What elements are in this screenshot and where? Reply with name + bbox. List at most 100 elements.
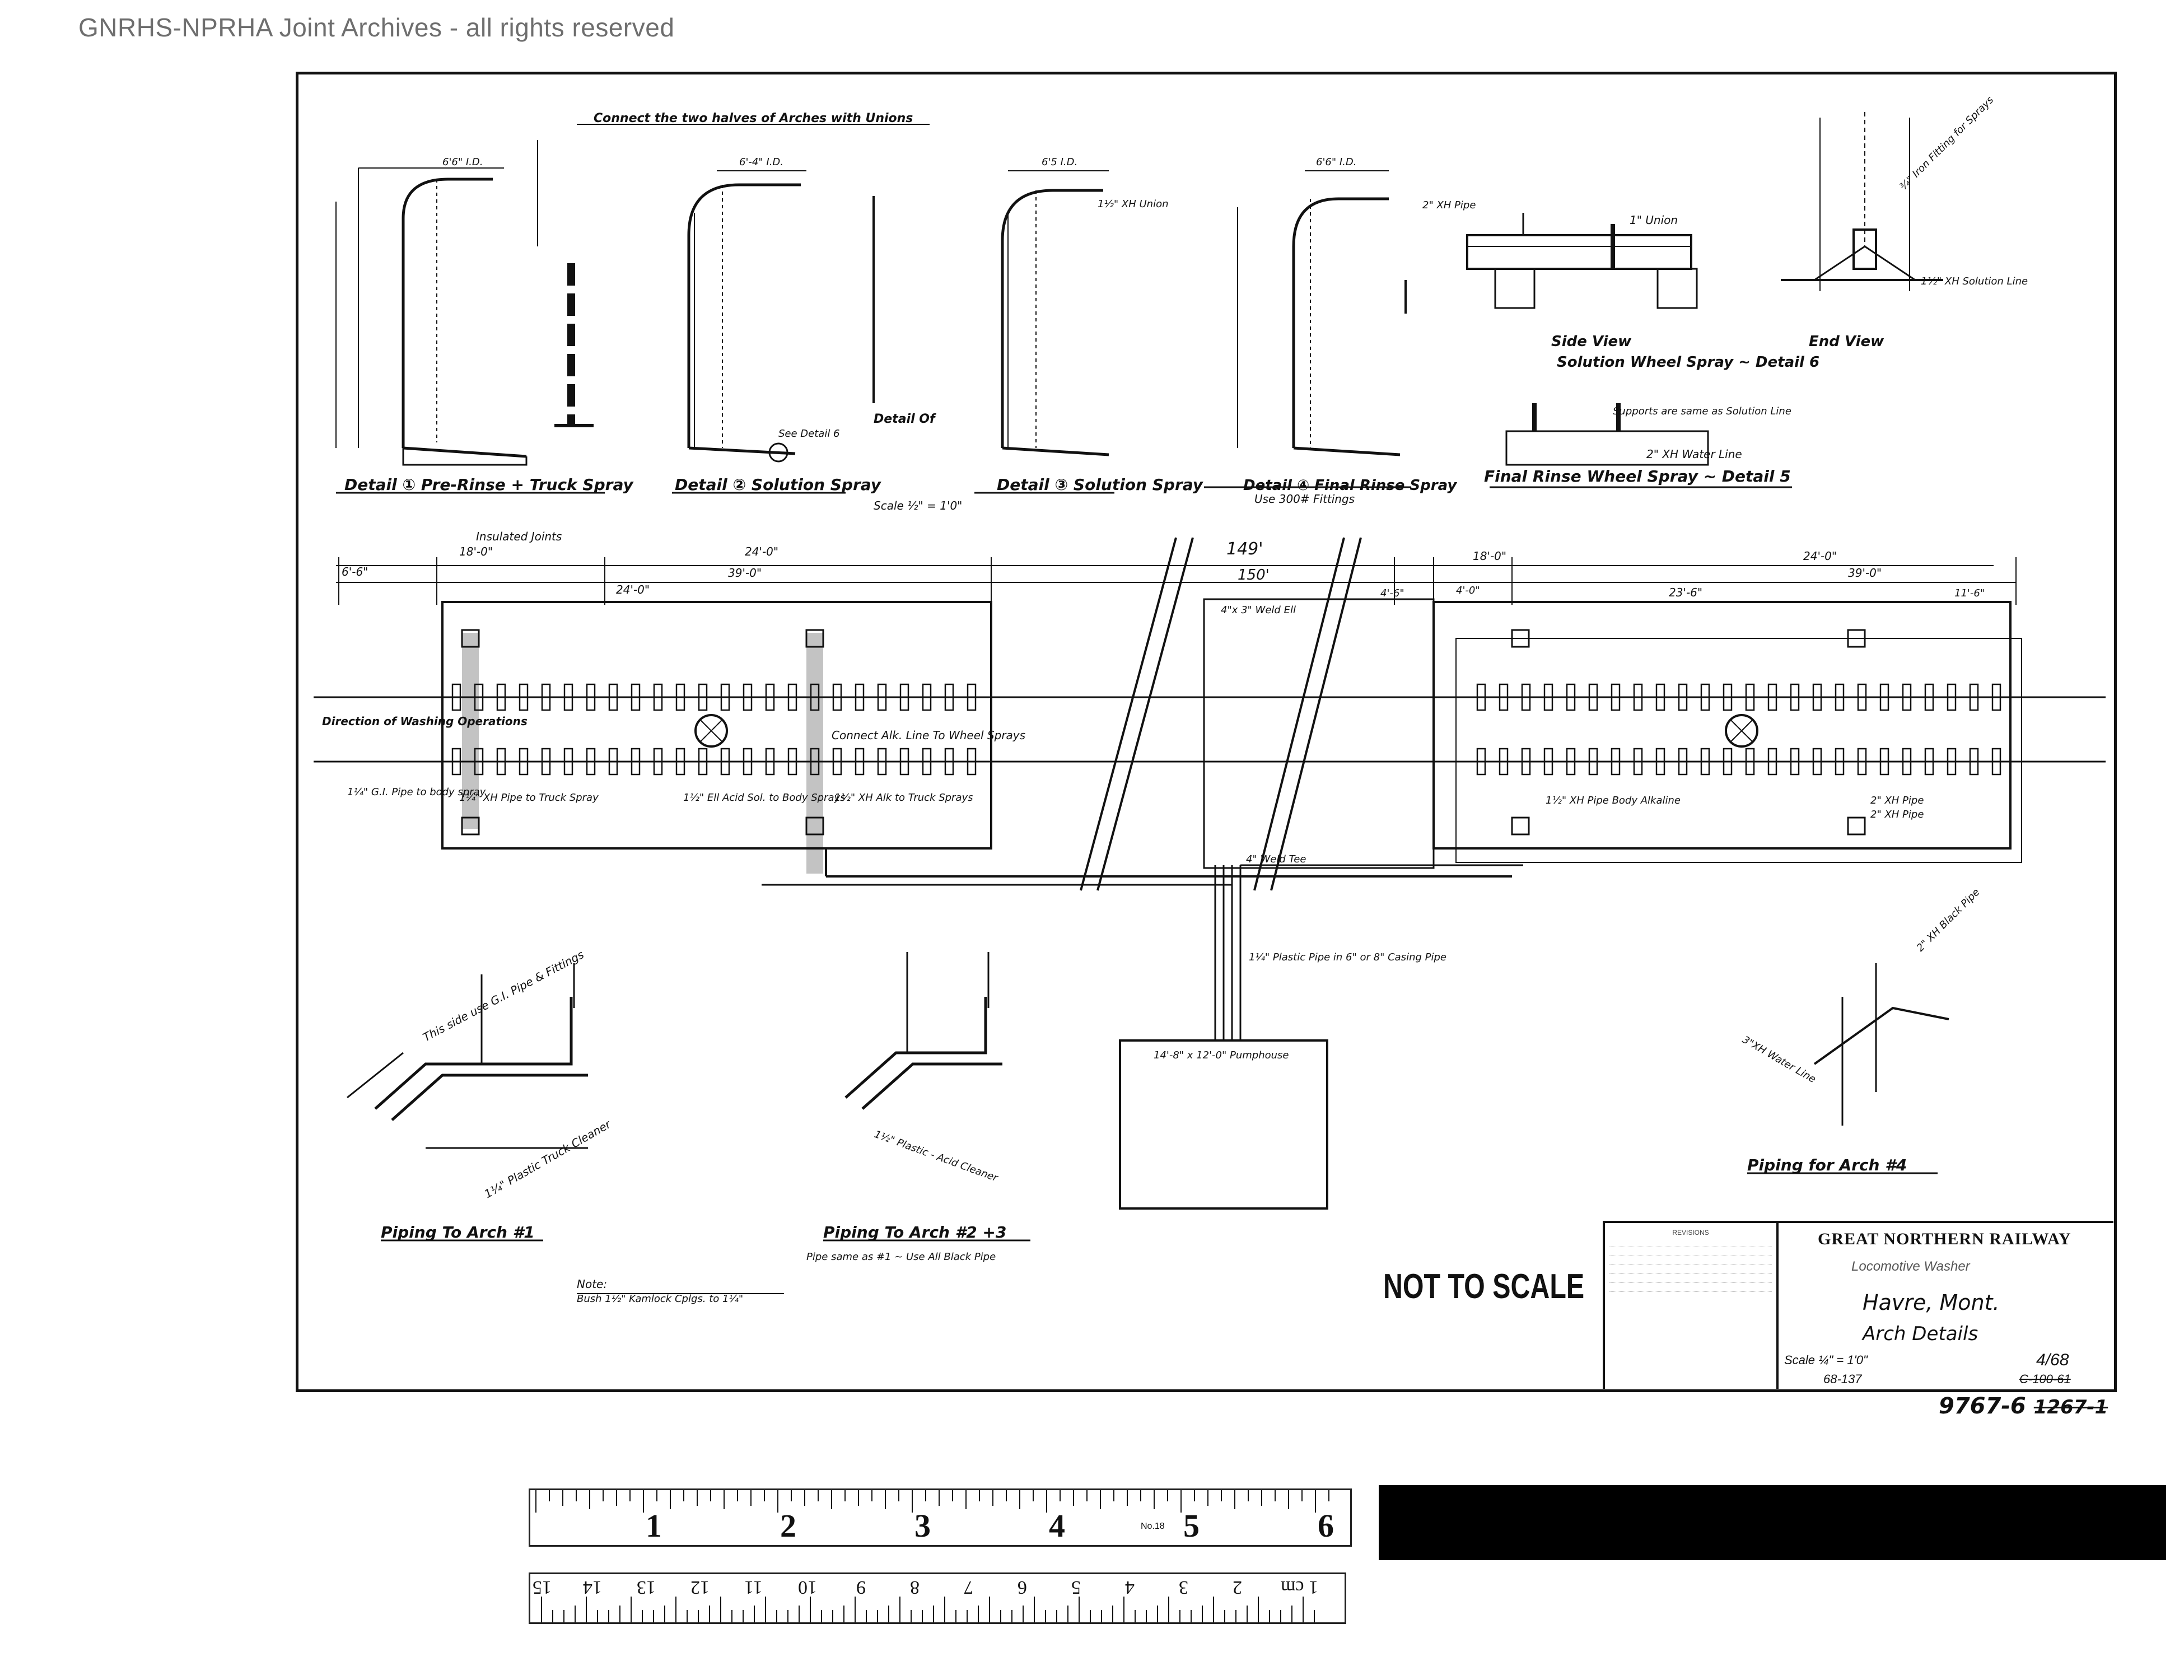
piping-arch-1-title: Piping To Arch #1 (381, 1223, 535, 1242)
dim-top-6: 24'-0" (1803, 549, 1837, 563)
inch-1: 1 (646, 1508, 662, 1544)
supports-note: Supports are same as Solution Line (1613, 405, 1791, 417)
cm-13: 13 (637, 1577, 656, 1598)
revision-line (1609, 1258, 1772, 1265)
piping-arch-23-note: Pipe same as #1 ~ Use All Black Pipe (806, 1251, 996, 1263)
revision-line (1609, 1285, 1772, 1292)
acid-cleaner-label: 1½" Plastic - Acid Cleaner (872, 1128, 1000, 1184)
detail-of-label: Detail Of (874, 412, 936, 426)
see-detail-6-label: See Detail 6 (778, 428, 840, 440)
dim-2-7: 39'-0" (1848, 566, 1882, 580)
cm-12: 12 (690, 1577, 710, 1598)
xh-pipe-label: 2" XH Pipe (1422, 199, 1476, 211)
dim-2-2: 39'-0" (728, 566, 762, 580)
dim-detail-1: 6'6" I.D. (442, 156, 483, 168)
cm-14: 14 (583, 1577, 602, 1598)
dim-2-5: 4'-0" (1456, 585, 1480, 596)
revision-line (1609, 1249, 1772, 1256)
solution-line-label: 1½" XH Solution Line (1921, 276, 2028, 287)
union-label: 1" Union (1630, 213, 1678, 227)
end-view-label: End View (1809, 333, 1884, 350)
cm-2: 2 (1233, 1577, 1242, 1598)
xh-union-label: 1½" XH Union (1098, 198, 1169, 210)
xh-pipe-3-label: 2" XH Pipe (1870, 809, 1924, 820)
pumphouse (1119, 1039, 1328, 1210)
revisions-title: REVISIONS (1672, 1229, 1709, 1236)
detail-4-title: Detail ④ Final Rinse Spray (1243, 477, 1457, 494)
company-name: GREAT NORTHERN RAILWAY (1818, 1230, 2071, 1248)
arch-detail-4 (1292, 197, 1389, 448)
piping-arch-4-title: Piping for Arch #4 (1747, 1156, 1907, 1174)
dim-2-1: 24'-0" (616, 583, 650, 596)
drawing-date: 4/68 (2036, 1351, 2069, 1369)
black-color-swatch (1379, 1485, 2166, 1560)
cm-7: 7 (964, 1577, 973, 1598)
water-line-arch4-label: 3"XH Water Line (1740, 1034, 1818, 1085)
note-label: Note: (577, 1277, 607, 1291)
xh-black-pipe-label: 2" XH Black Pipe (1915, 886, 1982, 954)
revision-line (1609, 1267, 1772, 1274)
cm-15: 15 (533, 1577, 552, 1598)
pumphouse-label: 14'-8" x 12'-0" Pumphouse (1154, 1049, 1289, 1061)
dim-2-4: 4'-6" (1380, 587, 1404, 599)
drawing-subtitle: Locomotive Washer (1851, 1259, 1970, 1274)
xh-pipe-2-label: 2" XH Pipe (1870, 795, 1924, 806)
detail-3-title: Detail ③ Solution Spray (997, 475, 1204, 494)
revisions-box: REVISIONS (1605, 1223, 1779, 1389)
wash-bay-left (441, 601, 992, 850)
revision-line (1609, 1276, 1772, 1283)
dim-detail-4: 6'6" I.D. (1316, 156, 1356, 168)
cm-5: 5 (1071, 1577, 1081, 1598)
body-alkaline-label: 1½" XH Pipe Body Alkaline (1546, 795, 1681, 806)
cm-6: 6 (1018, 1577, 1027, 1598)
cm-4: 4 (1125, 1577, 1135, 1598)
cm-11: 11 (744, 1577, 763, 1598)
weld-tee-label: 4" Weld Tee (1246, 853, 1306, 865)
inch-3: 3 (914, 1508, 931, 1544)
drawing-title: Arch Details (1863, 1323, 1978, 1345)
drawing-number-value: 9767-6 (1939, 1393, 2026, 1419)
side-view-label: Side View (1551, 333, 1632, 350)
iron-fitting-label: ¾" Iron Fitting for Sprays (1898, 94, 1996, 192)
dim-2-8: 11'-6" (1954, 587, 1985, 599)
gi-pipe-label: 1¼" G.I. Pipe to body spray (347, 786, 486, 798)
arch-detail-1 (402, 178, 493, 448)
title-block: REVISIONS GREAT NORTHERN RAILWAY Locomot… (1603, 1221, 2113, 1389)
drawing-number-old: 1267-1 (2033, 1396, 2108, 1418)
dim-2-6: 23'-6" (1669, 586, 1702, 599)
cm-1: 1 cm (1281, 1577, 1319, 1598)
detail-scale-label: Scale ½" = 1'0" (874, 499, 962, 512)
xh-truck-label: 1¼" XH Pipe to Truck Spray (459, 792, 599, 804)
cm-ruler: 1 cm 2 3 4 5 6 7 8 9 10 11 12 13 14 15 (529, 1572, 1346, 1624)
detail-5-title: Final Rinse Wheel Spray ~ Detail 5 (1484, 467, 1791, 486)
inch-ruler: 1 2 3 4 5 6 No.18 (529, 1488, 1352, 1547)
detail-2-title: Detail ② Solution Spray (675, 475, 882, 494)
note-text: Bush 1½" Kamlock Cplgs. to 1¼" (577, 1293, 743, 1305)
inch-5: 5 (1183, 1508, 1200, 1544)
job-number: 68-137 (1823, 1372, 1862, 1386)
drawing-location: Havre, Mont. (1863, 1290, 2000, 1315)
drawing-number: 9767-6 1267-1 (1939, 1393, 2108, 1419)
inch-2: 2 (780, 1508, 796, 1544)
arch-detail-2 (687, 183, 801, 448)
dim-2-3: 150' (1238, 567, 1270, 584)
inch-4: 4 (1049, 1508, 1065, 1544)
water-line-label: 2" XH Water Line (1646, 447, 1742, 461)
direction-label: Direction of Washing Operations (322, 715, 528, 728)
cm-ruler-ticks (541, 1597, 1315, 1622)
this-side-label: This side use G.I. Pipe & Fittings (421, 948, 586, 1044)
dim-top-1: 6'-6" (342, 565, 368, 578)
plastic-pipe-label: 1¼" Plastic Pipe in 6" or 8" Casing Pipe (1249, 951, 1446, 963)
weld-ell-label: 4"x 3" Weld Ell (1221, 604, 1296, 616)
cm-3: 3 (1179, 1577, 1188, 1598)
archive-watermark: GNRHS-NPRHA Joint Archives - all rights … (78, 13, 675, 42)
dim-top-2: 18'-0" (459, 545, 493, 558)
cm-10: 10 (798, 1577, 817, 1598)
truck-cleaner-label: 1¼" Plastic Truck Cleaner (482, 1117, 614, 1201)
arch-detail-3 (1001, 189, 1103, 448)
detail-1-title: Detail ① Pre-Rinse + Truck Spray (344, 475, 634, 494)
header-note: Connect the two halves of Arches with Un… (594, 111, 913, 125)
drawing-scale: Scale ¼" = 1'0" (1784, 1353, 1868, 1367)
dim-top-4: 149' (1226, 539, 1263, 559)
